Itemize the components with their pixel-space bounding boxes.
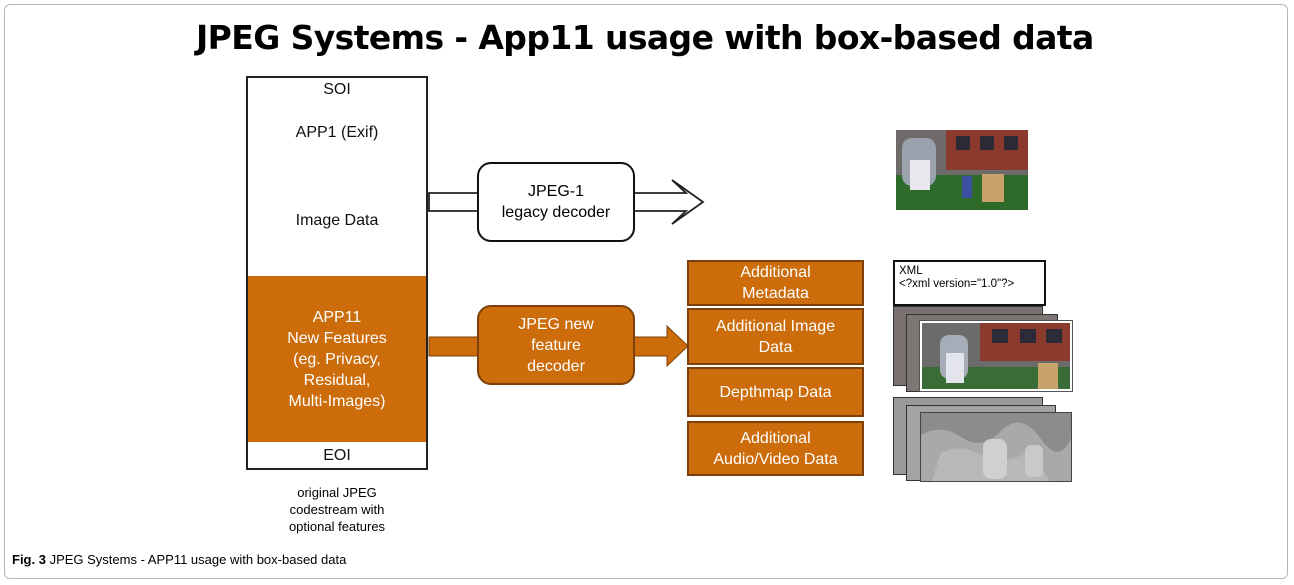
output-line: Depthmap Data [719,383,832,401]
app1-label: APP1 (Exif) [295,123,379,141]
app11-line: (eg. Privacy, [293,350,381,368]
app11-segment: APP11 New Features (eg. Privacy, Residua… [246,276,428,444]
output-line: Additional [740,429,811,447]
note-line: codestream with [289,502,385,517]
codestream-note: original JPEG codestream with optional f… [246,484,428,535]
scene-photo-icon [922,323,1070,389]
image-data-label: Image Data [295,211,379,229]
legacy-decoder-box: JPEG-1 legacy decoder [477,162,635,242]
caption-label: Fig. 3 [12,552,46,567]
output-line: Audio/Video Data [713,450,838,468]
output-line: Data [758,338,793,356]
xml-line: XML [899,265,923,277]
image-data-segment: Image Data [246,164,428,278]
legacy-decoder-line: JPEG-1 [527,183,584,200]
note-line: original JPEG [297,485,377,500]
soi-segment: SOI [246,76,428,102]
xml-metadata-box: XML <?xml version="1.0"?> [893,260,1046,306]
xml-line: <?xml version="1.0"?> [899,278,1015,290]
output-line: Additional [740,264,811,281]
figure-frame [4,4,1288,579]
new-feature-decoder-box: JPEG new feature decoder [477,305,635,385]
caption-text: JPEG Systems - APP11 usage with box-base… [45,552,347,567]
diagram-title: JPEG Systems - App11 usage with box-base… [196,18,1094,57]
app11-line: Multi-Images) [288,392,386,410]
output-line: Metadata [742,285,809,302]
app11-line: New Features [287,329,387,347]
note-line: optional features [288,519,386,534]
legacy-decoder-line: legacy decoder [501,204,611,221]
figure-caption: Fig. 3 JPEG Systems - APP11 usage with b… [12,552,346,567]
new-decoder-line: feature [531,336,581,354]
depthmap-icon [921,413,1071,481]
eoi-label: EOI [323,446,351,464]
app11-line: Residual, [303,371,371,389]
output-line: Additional Image [715,317,836,335]
depth-image-front [920,412,1072,482]
stack-image-front [919,320,1073,392]
eoi-segment: EOI [246,442,428,470]
soi-label: SOI [323,80,351,98]
legacy-output-image [896,130,1028,210]
app11-line: APP11 [312,308,362,326]
output-audio-video-data: Additional Audio/Video Data [687,421,864,476]
new-decoder-line: JPEG new [518,315,594,333]
output-depthmap-data: Depthmap Data [687,367,864,417]
scene-photo-icon [896,130,1028,210]
new-decoder-line: decoder [527,357,585,375]
output-additional-image-data: Additional Image Data [687,308,864,365]
output-additional-metadata: Additional Metadata [687,260,864,306]
